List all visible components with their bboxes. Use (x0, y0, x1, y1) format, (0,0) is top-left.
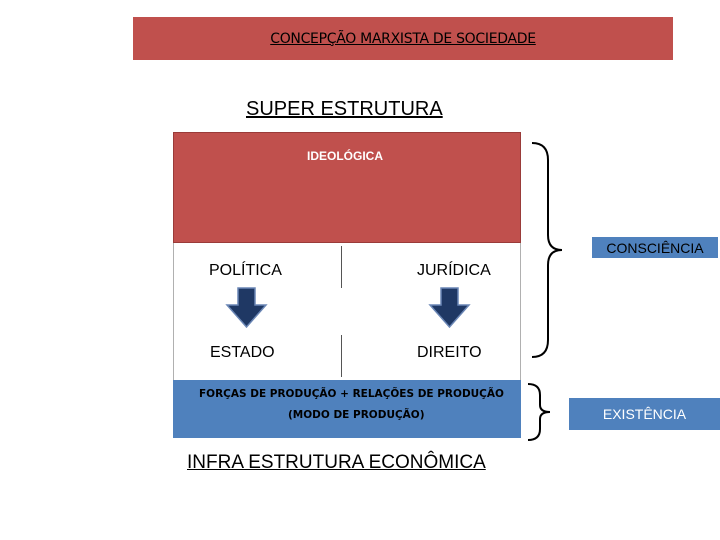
column-divider-top (341, 246, 342, 288)
down-arrow-political-icon (225, 287, 268, 329)
consciousness-badge (592, 237, 718, 258)
column-divider-bottom (341, 335, 342, 377)
consciousness-label: CONSCIÊNCIA (606, 239, 704, 256)
page-title: CONCEPÇÃO MARXISTA DE SOCIEDADE (270, 30, 536, 47)
infrastructure-label: INFRA ESTRUTURA ECONÔMICA (187, 452, 486, 473)
political-label: POLÍTICA (209, 262, 282, 279)
ideological-block (173, 132, 521, 243)
mode-of-production-text: (MODO DE PRODUÇÃO) (288, 409, 425, 421)
infrastructure-block (173, 380, 521, 438)
law-label: DIREITO (417, 344, 482, 361)
title-banner (133, 17, 673, 60)
existence-brace-icon (527, 383, 551, 441)
production-forces-relations-text: FORÇAS DE PRODUÇÃO + RELAÇÕES DE PRODUÇÃ… (199, 388, 504, 400)
superstructure-label: SUPER ESTRUTURA (246, 98, 443, 120)
down-arrow-juridical-icon (428, 287, 471, 329)
state-label: ESTADO (210, 344, 275, 361)
existence-badge (569, 398, 720, 430)
ideological-label: IDEOLÓGICA (307, 149, 384, 163)
existence-label: EXISTÊNCIA (602, 406, 687, 422)
consciousness-brace-icon (531, 142, 563, 358)
juridical-label: JURÍDICA (417, 262, 491, 279)
political-juridical-area (173, 243, 521, 380)
